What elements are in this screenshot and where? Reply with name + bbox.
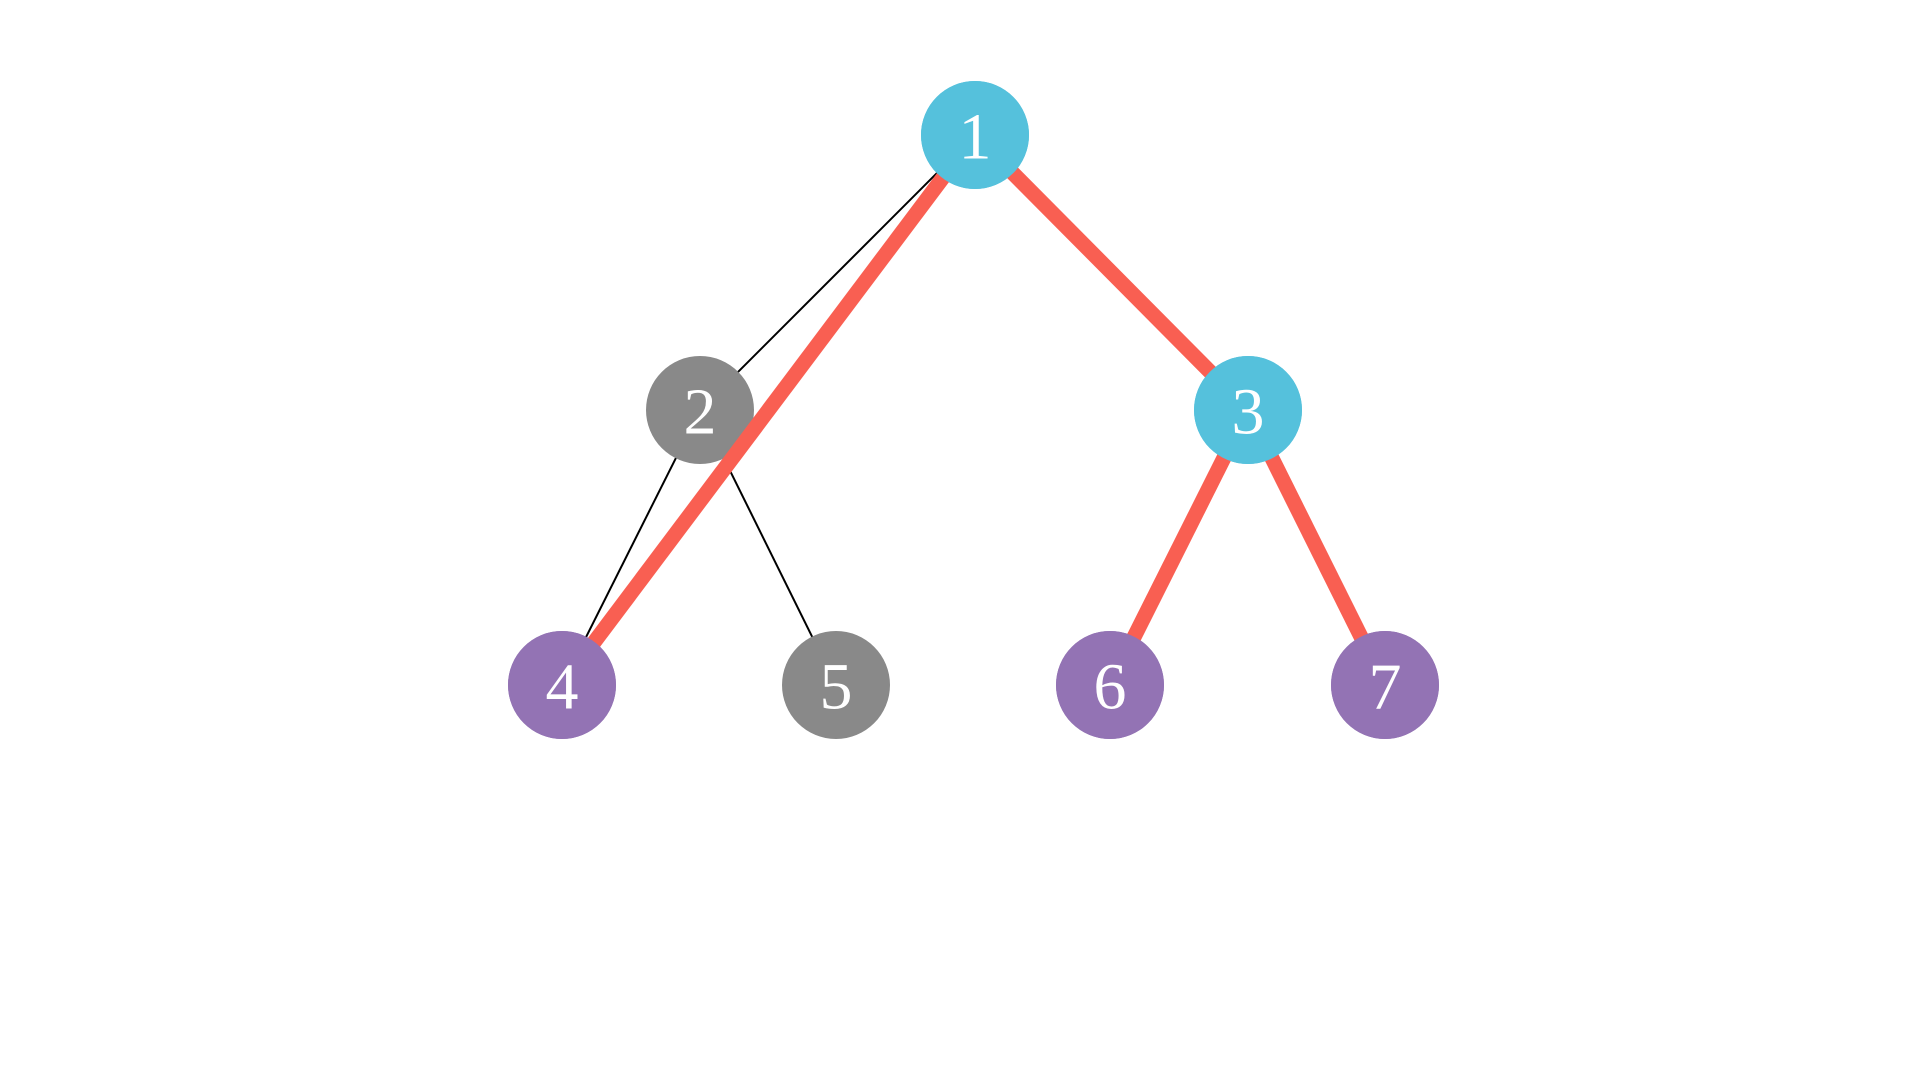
node-5[interactable]: 5	[782, 631, 890, 739]
node-7[interactable]: 7	[1331, 631, 1439, 739]
node-circle-3[interactable]	[1194, 356, 1302, 464]
node-label-5: 5	[820, 651, 853, 724]
node-1[interactable]: 1	[921, 81, 1029, 189]
edge-3-7[interactable]	[1262, 449, 1371, 646]
thin-edge-layer	[582, 168, 942, 643]
node-3[interactable]: 3	[1194, 356, 1302, 464]
edge-1-2[interactable]	[733, 168, 942, 377]
node-layer: 1 3 4 6 7	[508, 81, 1439, 739]
highlighted-edge-layer	[584, 163, 1371, 652]
edge-3-6[interactable]	[1124, 449, 1234, 646]
node-label-4: 4	[546, 651, 579, 724]
node-4[interactable]: 4	[508, 631, 616, 739]
node-2[interactable]: 2	[646, 356, 754, 464]
node-circle-2[interactable]	[646, 356, 754, 464]
edge-2-5[interactable]	[720, 452, 816, 643]
node-circle-6[interactable]	[1056, 631, 1164, 739]
node-circle-4[interactable]	[508, 631, 616, 739]
node-label-7: 7	[1369, 651, 1402, 724]
edge-1-4[interactable]	[584, 168, 953, 652]
node-circle-7[interactable]	[1331, 631, 1439, 739]
node-label-2: 2	[684, 376, 717, 449]
node-circle-5[interactable]	[782, 631, 890, 739]
node-label-3: 3	[1232, 376, 1265, 449]
node-6[interactable]: 6	[1056, 631, 1164, 739]
edge-1-3[interactable]	[1003, 163, 1220, 382]
node-circle-1[interactable]	[921, 81, 1029, 189]
node-label-6: 6	[1094, 651, 1127, 724]
edge-2-4[interactable]	[582, 452, 680, 643]
node-label-1: 1	[959, 101, 992, 174]
